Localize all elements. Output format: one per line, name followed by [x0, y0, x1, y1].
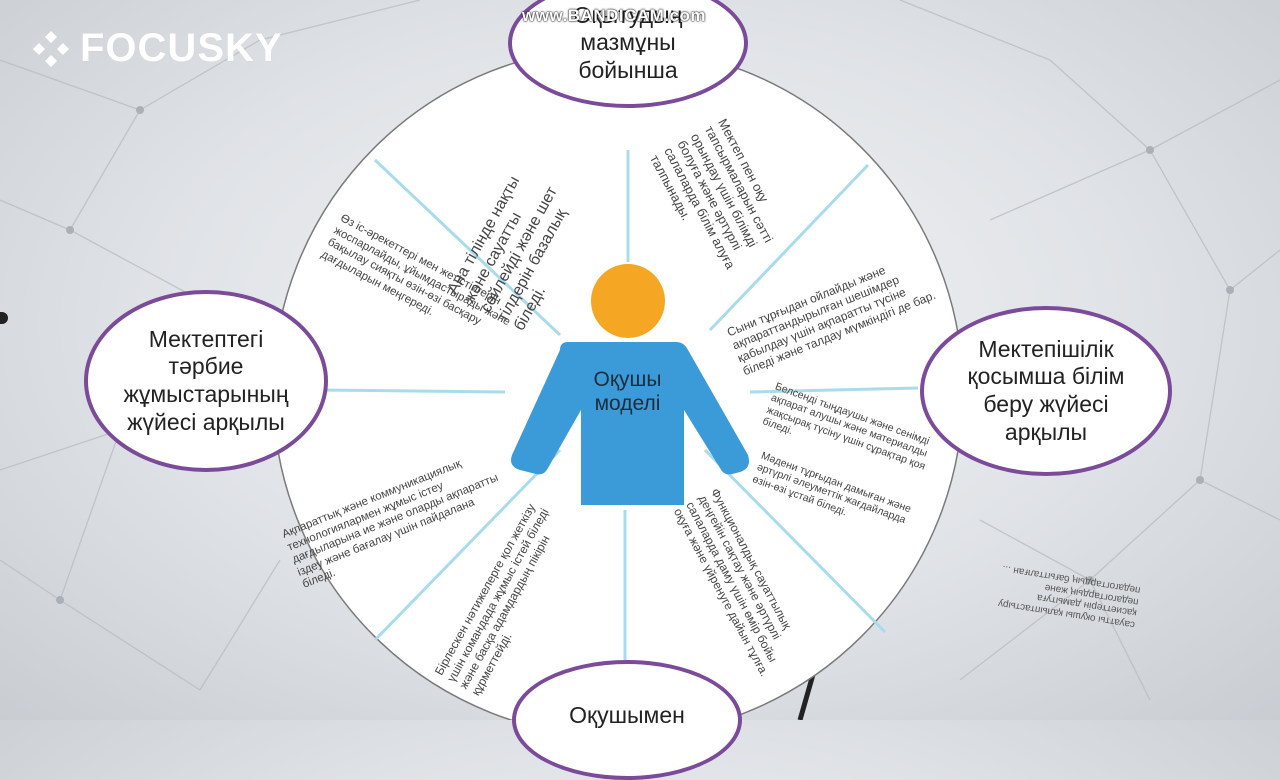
bubble-upbringing-line1: Мектептегі	[148, 325, 264, 352]
bubble-content-line3: бойынша	[578, 56, 678, 83]
student-model-wheel	[272, 46, 964, 720]
bubble-content-line1: Оқытудың	[573, 1, 683, 28]
bubble-upbringing: Мектептегі тәрбие жұмыстарының жүйесі ар…	[84, 290, 328, 472]
bubble-upbringing-line3: жұмыстарының	[123, 381, 289, 407]
bubble-upbringing-line4: жүйесі арқылы	[127, 408, 285, 435]
bubble-student-line1: Оқушымен	[569, 702, 685, 728]
bubble-content-line2: мазмұны	[580, 29, 676, 56]
person-head	[591, 264, 665, 338]
center-label-line1: Оқушы	[593, 368, 662, 391]
bubble-student-work: Оқушымен	[512, 660, 742, 780]
bubble-content: Оқытудың мазмұны бойынша	[508, 0, 748, 108]
edge-marker	[0, 312, 8, 324]
bubble-additional-line3: беру жүйесі	[983, 391, 1109, 417]
center-label-line2: моделі	[594, 392, 661, 416]
focusky-logo: FOCUSKY	[30, 26, 283, 71]
bubble-additional-line2: қосымша білім	[967, 363, 1125, 390]
center-label: Оқушы моделі	[560, 368, 695, 416]
bubble-additional-line4: арқылы	[1004, 418, 1088, 445]
bubble-upbringing-line2: тәрбие	[168, 353, 244, 380]
focusky-logo-icon	[33, 30, 69, 67]
bubble-additional-education: Мектепішілік қосымша білім беру жүйесі а…	[920, 306, 1172, 476]
recording-watermark: www.BANDICAM.com	[522, 6, 706, 25]
person-body	[511, 342, 749, 505]
bubble-additional-line1: Мектепішілік	[978, 335, 1114, 362]
logo-text: FOCUSKY	[80, 26, 283, 70]
